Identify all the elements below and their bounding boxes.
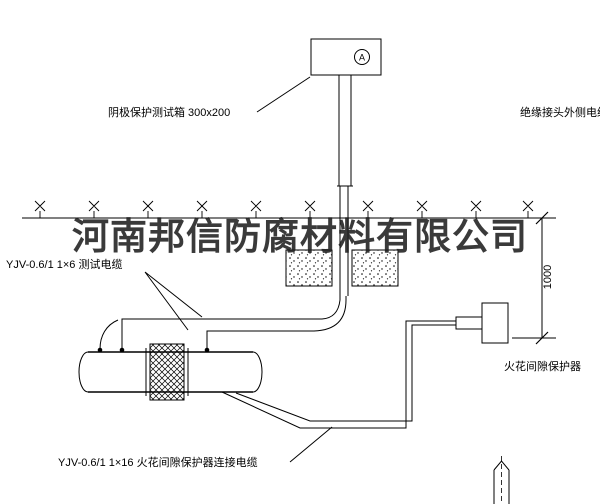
test-post (337, 75, 353, 296)
label-test-cable: YJV-0.6/1 1×6 测试电缆 (6, 259, 123, 271)
label-test-box: 阴极保护测试箱 300x200 (108, 107, 231, 119)
test-cables (99, 296, 347, 350)
test-box: A (310, 38, 382, 76)
label-spark-gap-cable: YJV-0.6/1 1×16 火花间隙保护器连接电缆 (58, 457, 258, 469)
leader-test-box (256, 76, 311, 113)
weld-points (97, 347, 210, 353)
ground-line (22, 200, 534, 219)
dimension-line (512, 211, 556, 345)
spark-gap-cables (221, 320, 456, 429)
label-dimension-1000: 1000 (542, 264, 554, 290)
spark-gap-protector (455, 302, 509, 344)
leader-test-cable (144, 271, 203, 331)
company-watermark: 河南邦信防腐材料有限公司 (72, 217, 528, 258)
concrete-blocks (285, 249, 399, 287)
riser-symbol (493, 456, 510, 504)
meter-symbol: A (359, 53, 365, 63)
leader-spark-gap-cable (289, 426, 333, 463)
label-spark-gap-protector: 火花间隙保护器 (504, 361, 581, 373)
label-outer-cable: 绝缘接头外侧电缆 (520, 107, 600, 119)
insulating-joint (145, 343, 189, 401)
